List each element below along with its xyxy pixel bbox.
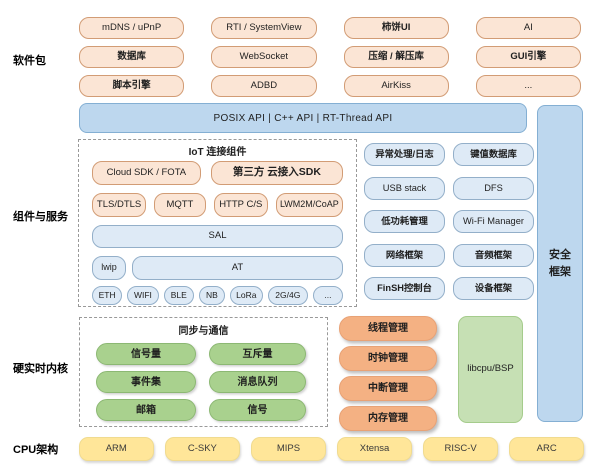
package-more: ... — [475, 75, 581, 97]
package-compression: 压缩 / 解压库 — [343, 46, 449, 68]
sync-group-title: 同步与通信 — [178, 326, 229, 337]
service-wifi-manager: Wi-Fi Manager — [453, 210, 534, 233]
section-label-components-services: 组件与服务 — [13, 211, 68, 223]
package-mdns-upnp: mDNS / uPnP — [79, 17, 185, 39]
service-network-framework: 网络框架 — [364, 243, 445, 267]
cpu-architecture-row: ARM C-SKY MIPS Xtensa RISC-V ARC — [79, 437, 584, 461]
service-dfs: DFS — [453, 176, 534, 200]
iot-connectivity-group: IoT 连接组件 Cloud SDK / FOTA 第三方 云接入SDK TLS… — [78, 139, 357, 307]
service-audio-framework: 音频框架 — [453, 243, 534, 267]
iot-lwip: lwip — [92, 256, 126, 280]
sync-communication-group: 同步与通信 信号量 互斥量 事件集 消息队列 邮箱 信号 — [79, 317, 328, 427]
software-packages-grid: mDNS / uPnP RTI / SystemView 柿饼UI AI 数据库… — [79, 17, 581, 97]
service-usb-stack: USB stack — [364, 176, 445, 200]
service-finsh-console: FinSH控制台 — [364, 277, 445, 300]
kernel-mutex: 互斥量 — [209, 343, 306, 365]
iot-link-more: ... — [312, 286, 343, 305]
cpu-arm: ARM — [79, 437, 154, 461]
kernel-managers-column: 线程管理 时钟管理 中断管理 内存管理 — [339, 316, 437, 431]
package-database: 数据库 — [79, 46, 185, 68]
iot-third-party-cloud-sdk: 第三方 云接入SDK — [210, 161, 343, 185]
iot-protocol-mqtt: MQTT — [154, 193, 206, 217]
iot-protocol-lwm2m-coap: LWM2M/CoAP — [275, 193, 343, 217]
package-gui-engine: GUI引擎 — [475, 46, 581, 68]
section-label-cpu-arch: CPU架构 — [13, 444, 59, 456]
api-bar: POSIX API | C++ API | RT-Thread API — [79, 103, 527, 133]
section-label-software-packages: 软件包 — [13, 55, 46, 67]
section-label-realtime-kernel: 硬实时内核 — [13, 363, 68, 375]
package-persimmon-ui: 柿饼UI — [343, 17, 449, 39]
cpu-risc-v: RISC-V — [423, 437, 498, 461]
security-framework-bar: 安全框架 — [537, 105, 583, 422]
security-framework-label: 安全框架 — [549, 249, 571, 278]
iot-link-nb: NB — [198, 286, 225, 305]
iot-protocol-http-cs: HTTP C/S — [213, 193, 268, 217]
service-kv-database: 键值数据库 — [453, 143, 534, 166]
kernel-semaphore: 信号量 — [96, 343, 196, 365]
package-airkiss: AirKiss — [343, 75, 449, 97]
services-column-2: 键值数据库 DFS Wi-Fi Manager 音频框架 设备框架 — [453, 143, 534, 300]
iot-protocol-tls-dtls: TLS/DTLS — [92, 193, 147, 217]
cpu-mips: MIPS — [251, 437, 326, 461]
iot-link-eth: ETH — [92, 286, 123, 305]
kernel-memory-management: 内存管理 — [339, 406, 437, 431]
kernel-message-queue: 消息队列 — [209, 371, 306, 393]
iot-sal-layer: SAL — [92, 225, 343, 248]
libcpu-bsp-box: libcpu/BSP — [458, 316, 523, 423]
iot-link-ble: BLE — [163, 286, 194, 305]
iot-at: AT — [132, 256, 343, 280]
package-websocket: WebSocket — [211, 46, 317, 68]
kernel-signal: 信号 — [209, 399, 306, 421]
cpu-arc: ARC — [509, 437, 584, 461]
iot-link-2g4g: 2G/4G — [267, 286, 308, 305]
kernel-thread-management: 线程管理 — [339, 316, 437, 341]
kernel-clock-management: 时钟管理 — [339, 346, 437, 371]
package-ai: AI — [475, 17, 581, 39]
package-adbd: ADBD — [211, 75, 317, 97]
package-rti-systemview: RTI / SystemView — [211, 17, 317, 39]
cpu-xtensa: Xtensa — [337, 437, 412, 461]
iot-link-wifi: WIFI — [127, 286, 159, 305]
package-script-engine: 脚本引擎 — [79, 75, 185, 97]
iot-cloud-sdk-fota: Cloud SDK / FOTA — [92, 161, 201, 185]
kernel-mailbox: 邮箱 — [96, 399, 196, 421]
iot-link-lora: LoRa — [229, 286, 263, 305]
services-column-1: 异常处理/日志 USB stack 低功耗管理 网络框架 FinSH控制台 — [364, 143, 445, 300]
service-low-power: 低功耗管理 — [364, 210, 445, 233]
kernel-interrupt-management: 中断管理 — [339, 376, 437, 401]
iot-group-title: IoT 连接组件 — [188, 147, 247, 158]
service-exception-log: 异常处理/日志 — [364, 143, 445, 166]
cpu-c-sky: C-SKY — [165, 437, 240, 461]
service-device-framework: 设备框架 — [453, 277, 534, 300]
kernel-event-set: 事件集 — [96, 371, 196, 393]
